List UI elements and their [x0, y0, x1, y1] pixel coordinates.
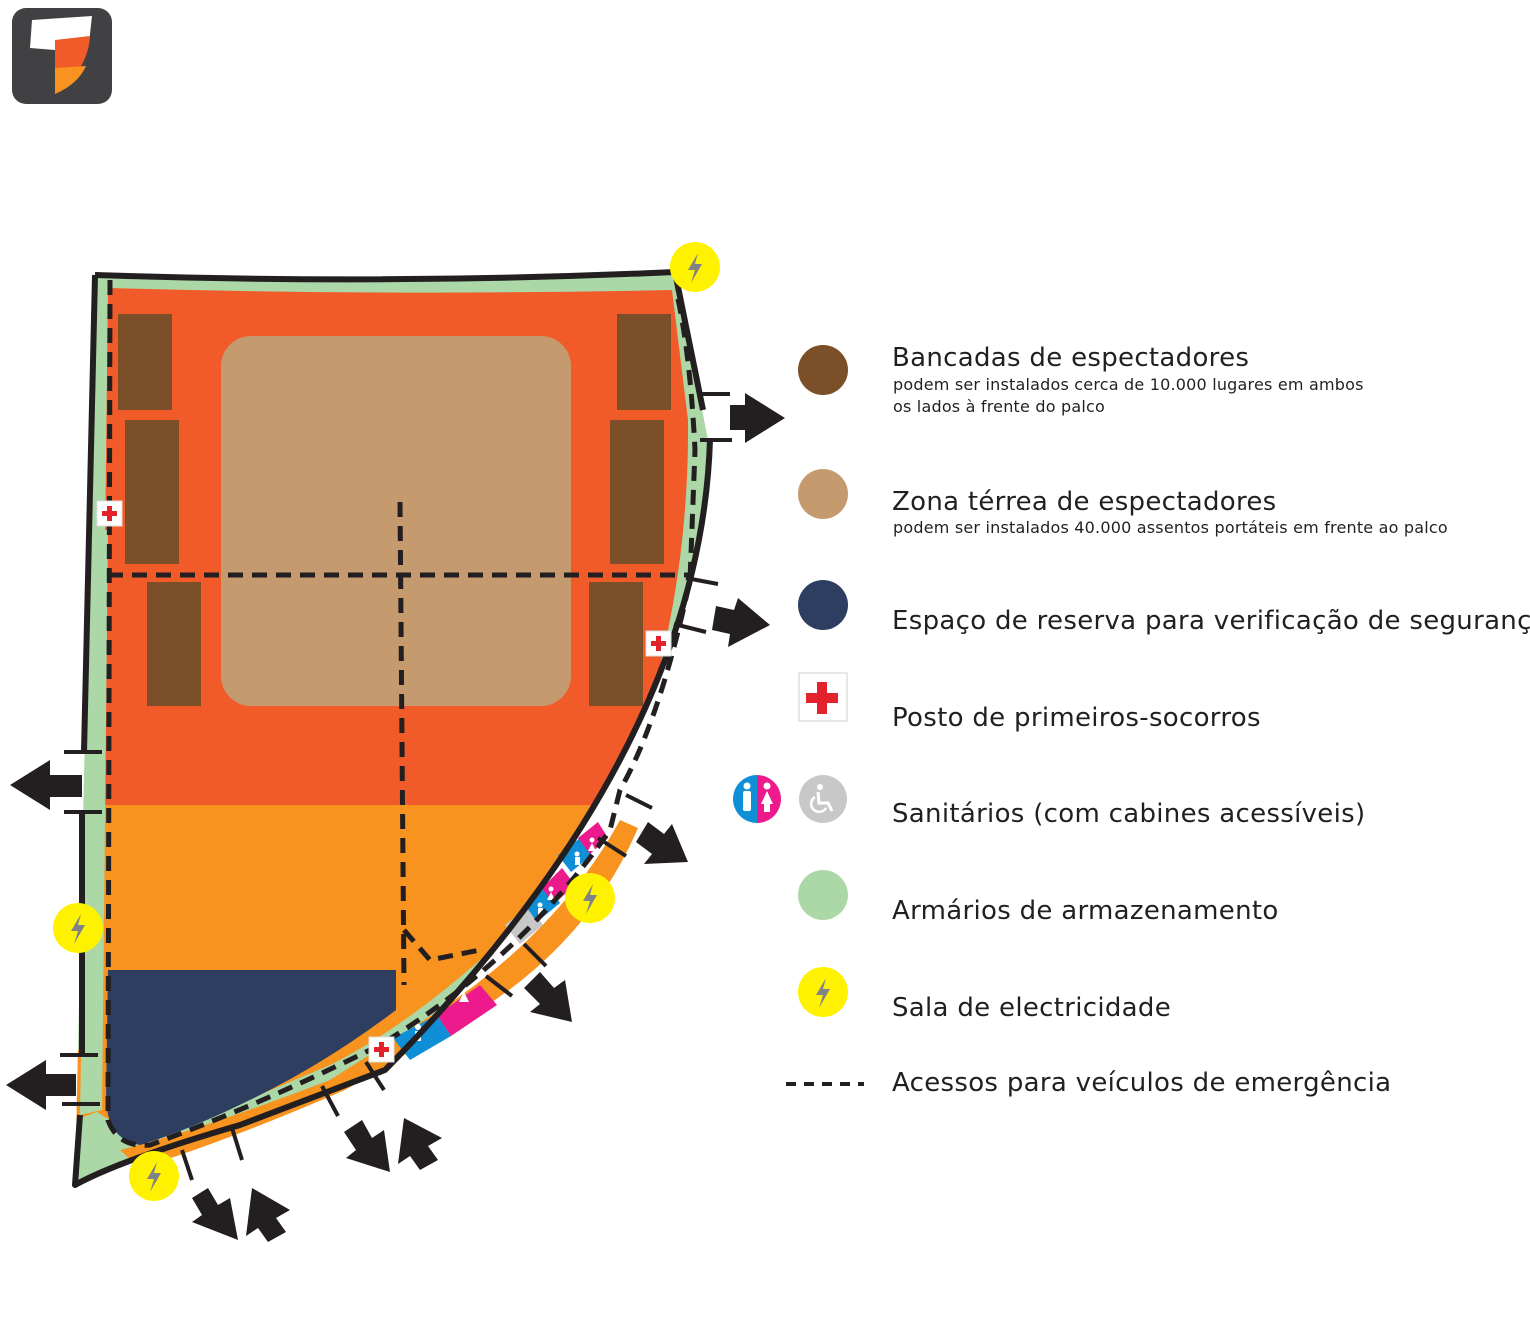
arrow-icon: [10, 760, 82, 810]
legend-security-title: Espaço de reserva para verificação de se…: [892, 606, 1530, 636]
first-aid-cross-icon: [798, 672, 848, 722]
green-circle-icon: [798, 870, 848, 920]
stand-block: [617, 314, 671, 410]
stand-block: [589, 582, 643, 706]
stand-block: [118, 314, 172, 410]
legend-ground-sub-line1: podem ser instalados 40.000 assentos por…: [893, 518, 1448, 537]
legend-electricity-title: Sala de electricidade: [892, 993, 1171, 1023]
legend-toilets-title: Sanitários (com cabines acessíveis): [892, 799, 1366, 829]
lightning-icon: [798, 967, 848, 1017]
venue-plan: [6, 242, 785, 1242]
toilets-strip: [393, 822, 608, 1060]
electricity-rooms: [53, 242, 720, 1201]
navy-circle-icon: [798, 580, 848, 630]
arrow-icon: [246, 1188, 290, 1242]
legend-emergency-title: Acessos para veículos de emergência: [892, 1068, 1392, 1098]
legend-icons: [733, 345, 864, 1086]
stand-block: [147, 582, 201, 706]
arrow-icon: [730, 393, 785, 443]
emergency-routes: [105, 279, 698, 1148]
arrow-icon: [398, 1118, 442, 1170]
legend-first-aid-title: Posto de primeiros-socorros: [892, 703, 1261, 733]
first-aid-posts: [96, 500, 672, 1063]
arrow-icon: [524, 972, 572, 1022]
arrow-icon: [192, 1188, 238, 1240]
arrow-icon: [6, 1060, 76, 1110]
legend-ground-title: Zona térrea de espectadores: [892, 487, 1277, 517]
app-logo: [12, 8, 112, 104]
storage-strip-left: [80, 530, 108, 1115]
arrow-icon: [712, 598, 770, 647]
security-reserve-zone: [106, 970, 396, 1145]
ground-zone: [221, 336, 571, 706]
legend-stands-sub-line1: podem ser instalados cerca de 10.000 lug…: [893, 375, 1364, 394]
arrow-icon: [344, 1120, 390, 1172]
legend-stands-sub-line2: os lados à frente do palco: [893, 397, 1105, 416]
accessible-icon: [799, 775, 847, 823]
brown-circle-icon: [798, 345, 848, 395]
legend-stands-title: Bancadas de espectadores: [892, 343, 1250, 373]
legend-storage-title: Armários de armazenamento: [892, 896, 1279, 926]
toilet-icon: [733, 775, 781, 823]
stand-block: [610, 420, 664, 564]
gates: [60, 392, 732, 1181]
tan-circle-icon: [798, 469, 848, 519]
arrow-icon: [636, 822, 688, 864]
exit-arrows: [6, 393, 785, 1242]
stand-block: [125, 420, 179, 564]
